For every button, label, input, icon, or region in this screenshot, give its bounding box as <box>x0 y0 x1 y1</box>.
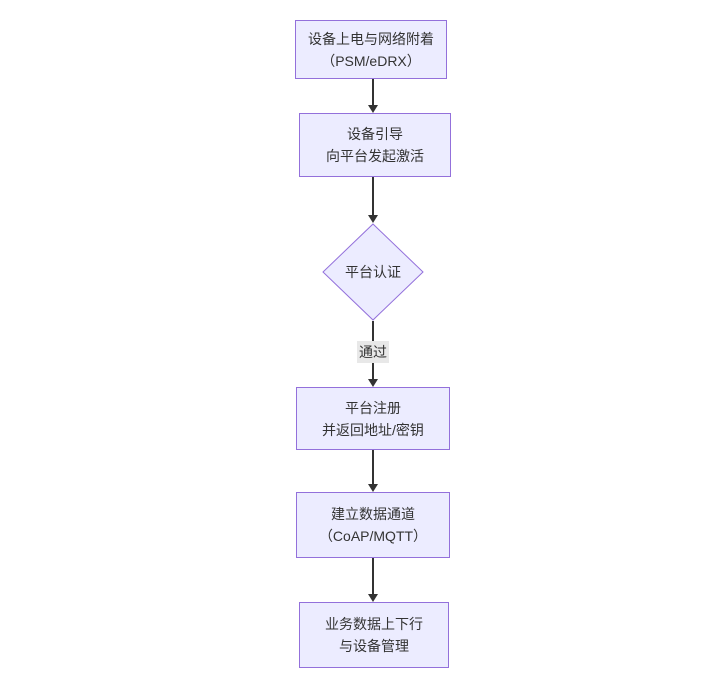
edge-label-pass: 通过 <box>357 341 389 363</box>
node-label-line: 设备引导 <box>347 126 403 142</box>
flow-arrow-1 <box>368 79 378 113</box>
node-label-line: 向平台发起激活 <box>326 148 424 164</box>
arrow-head-icon <box>368 105 378 113</box>
arrow-line <box>372 558 374 594</box>
arrow-line <box>372 177 374 215</box>
node-label-line: （PSM/eDRX） <box>321 52 421 69</box>
flow-node-data-channel: 建立数据通道 （CoAP/MQTT） <box>296 492 450 558</box>
flow-node-auth-decision: 平台认证 <box>322 223 424 321</box>
arrow-head-icon <box>368 594 378 602</box>
arrow-head-icon <box>368 379 378 387</box>
node-label-line: 平台注册 <box>345 399 401 416</box>
node-label-line: 业务数据上下行 <box>325 616 423 632</box>
node-label-line: （CoAP/MQTT） <box>318 528 428 544</box>
flow-arrow-5 <box>368 558 378 602</box>
flow-node-power-attach: 设备上电与网络附着 （PSM/eDRX） <box>295 20 447 79</box>
arrow-line <box>372 450 374 484</box>
flow-arrow-2 <box>368 177 378 223</box>
arrow-head-icon <box>368 484 378 492</box>
node-label-line: 并返回地址/密钥 <box>322 421 424 438</box>
flow-node-bootstrap: 设备引导 向平台发起激活 <box>299 113 451 177</box>
arrow-head-icon <box>368 215 378 223</box>
flow-node-register: 平台注册 并返回地址/密钥 <box>296 387 450 450</box>
diamond-shape-icon <box>322 223 424 321</box>
flow-node-business: 业务数据上下行 与设备管理 <box>299 602 449 668</box>
node-label-line: 设备上电与网络附着 <box>308 30 434 47</box>
arrow-line <box>372 79 374 105</box>
flow-arrow-4 <box>368 450 378 492</box>
node-label-line: 与设备管理 <box>339 638 409 654</box>
node-label-line: 平台认证 <box>345 264 401 280</box>
node-label-line: 建立数据通道 <box>331 506 415 522</box>
